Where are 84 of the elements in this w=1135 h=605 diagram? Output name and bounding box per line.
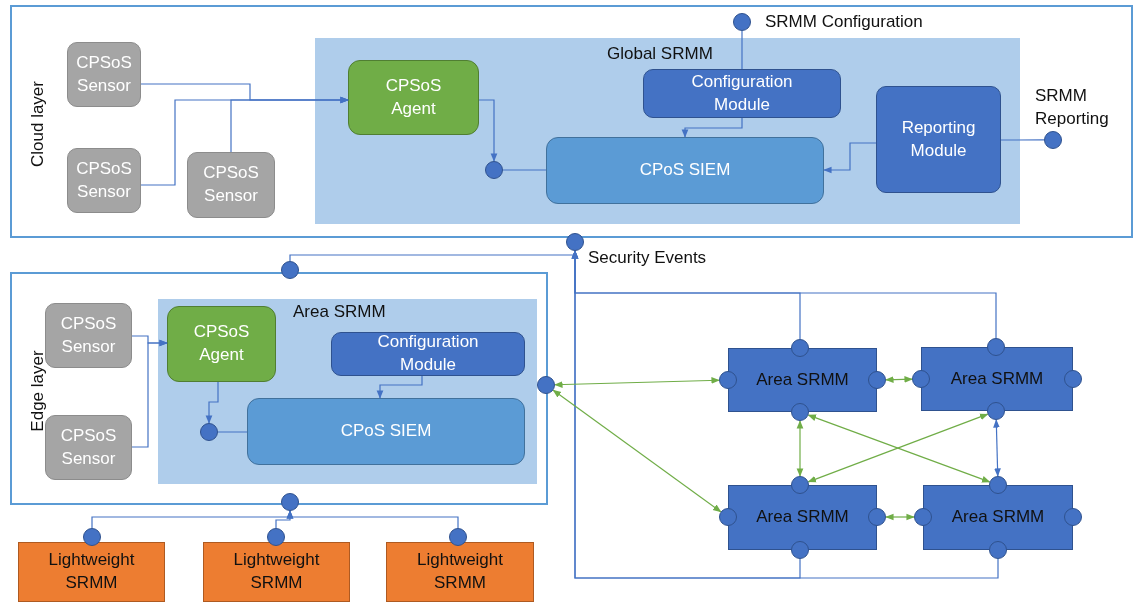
module-group-panel xyxy=(158,299,537,484)
sensor-box xyxy=(45,303,132,368)
siem-box xyxy=(546,137,824,204)
port-circle xyxy=(1044,131,1062,149)
port-circle xyxy=(989,476,1007,494)
box-label: CPoS SIEM xyxy=(639,159,731,182)
box-label: CPSoS Sensor xyxy=(75,157,133,203)
connector-line xyxy=(1000,139,1045,141)
connector-arrow xyxy=(552,389,722,513)
sensor-box xyxy=(67,42,141,107)
area-srmm-box xyxy=(921,347,1073,411)
port-circle xyxy=(733,13,751,31)
box-label: CPoS SIEM xyxy=(340,420,432,443)
connector-arrow xyxy=(823,142,877,174)
port-circle xyxy=(267,528,285,546)
box-label: CPSoS Sensor xyxy=(202,162,260,207)
connector-arrow xyxy=(376,375,423,399)
port-circle xyxy=(281,261,299,279)
box-label: Configuration Module xyxy=(690,70,794,116)
sensor-box xyxy=(187,152,275,218)
area-srmm-box xyxy=(728,485,877,550)
connector-line xyxy=(741,30,743,70)
connector-arrow xyxy=(205,381,219,424)
port-circle xyxy=(791,339,809,357)
layer-label: Edge layer xyxy=(28,348,48,434)
box-label: CPSoS Agent xyxy=(192,321,251,366)
port-circle xyxy=(719,371,737,389)
port-circle xyxy=(485,161,503,179)
port-label: SRMM Reporting xyxy=(1035,85,1110,130)
module-box xyxy=(643,69,841,118)
area-srmm-box xyxy=(923,485,1073,550)
connector-arrow xyxy=(993,419,1001,477)
connector-arrow xyxy=(554,377,720,388)
box-label: Configuration Module xyxy=(376,331,480,376)
box-label: CPSoS Sensor xyxy=(59,312,118,358)
connector-arrow xyxy=(885,513,915,521)
module-box xyxy=(876,86,1001,193)
port-label: SRMM Configuration xyxy=(765,11,924,33)
connector-line xyxy=(502,169,547,171)
port-circle xyxy=(449,528,467,546)
box-label: Area SRMM xyxy=(951,506,1045,529)
port-circle xyxy=(914,508,932,526)
port-circle xyxy=(791,476,809,494)
port-circle xyxy=(200,423,218,441)
connector-arrow xyxy=(131,339,168,448)
connector-arrow xyxy=(885,376,913,383)
port-circle xyxy=(912,370,930,388)
box-label: Lightweight SRMM xyxy=(47,549,136,594)
port-circle xyxy=(719,508,737,526)
module-box xyxy=(331,332,525,376)
layer-label: Cloud layer xyxy=(28,79,48,169)
layer-panel xyxy=(10,272,548,505)
box-label: Reporting Module xyxy=(900,116,977,162)
box-label: CPSoS Sensor xyxy=(59,424,118,470)
connector-arrow xyxy=(286,510,459,529)
connector-line xyxy=(217,431,248,433)
box-label: CPSoS Sensor xyxy=(75,51,133,97)
connector-arrow xyxy=(571,250,999,579)
siem-box xyxy=(247,398,525,465)
port-label: Security Events xyxy=(588,247,708,269)
sensor-box xyxy=(45,415,132,480)
connector-arrow xyxy=(478,99,498,162)
box-label: Global SRMM xyxy=(607,44,713,64)
sensor-box xyxy=(67,148,141,213)
box-label: Area SRMM xyxy=(756,368,849,391)
agent-box xyxy=(348,60,479,135)
connector-arrow xyxy=(681,117,743,138)
srmm-box xyxy=(386,542,534,602)
agent-box xyxy=(167,306,276,382)
box-label: Lightweight SRMM xyxy=(416,549,504,594)
box-label: Area SRMM xyxy=(293,302,386,322)
box-label: CPSoS Agent xyxy=(384,74,443,120)
module-group-panel xyxy=(315,38,1020,224)
srmm-box xyxy=(18,542,165,602)
box-label: Lightweight SRMM xyxy=(232,549,321,594)
connector-arrow xyxy=(796,420,804,477)
area-srmm-box xyxy=(728,348,877,412)
port-circle xyxy=(987,338,1005,356)
box-label: Area SRMM xyxy=(950,367,1044,390)
box-label: Area SRMM xyxy=(756,506,849,529)
port-circle xyxy=(83,528,101,546)
connector-arrow xyxy=(230,96,349,153)
layer-panel xyxy=(10,5,1133,238)
srmm-box xyxy=(203,542,350,602)
